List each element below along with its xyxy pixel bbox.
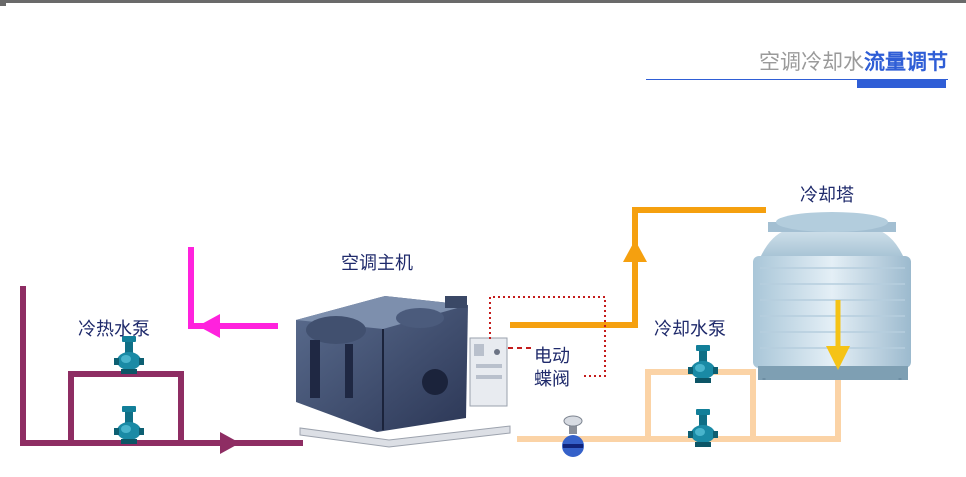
- page-title: 空调冷却水流量调节: [759, 46, 948, 76]
- chilled-water-pump-label: 冷热水泵: [78, 319, 150, 340]
- cooling-tower-label: 冷却塔: [800, 185, 854, 206]
- cooling-pump-upper-icon: [688, 345, 718, 383]
- chilled-pump-upper-icon: [114, 336, 144, 374]
- chilled-supply-line: [188, 247, 278, 338]
- valve-label-line1: 电动: [534, 346, 570, 367]
- cooling-water-pump-label: 冷却水泵: [654, 319, 726, 340]
- corner-mark: [0, 0, 6, 6]
- cooling-tower-icon: [753, 212, 911, 380]
- butterfly-valve-icon: [562, 415, 584, 457]
- chiller-unit-icon: [296, 296, 511, 448]
- title-accent-bar: [857, 80, 946, 88]
- title-prefix: 空调冷却水: [759, 50, 864, 74]
- control-cabinet: [469, 337, 508, 407]
- butterfly-valve-label: 电动 蝶阀: [534, 345, 570, 391]
- top-border: [0, 0, 966, 3]
- chilled-water-loop: [20, 286, 303, 454]
- title-highlight: 流量调节: [864, 50, 948, 74]
- title-underline: [646, 79, 948, 80]
- chiller-label: 空调主机: [341, 253, 413, 274]
- chilled-pump-lower-icon: [114, 406, 144, 444]
- valve-label-line2: 蝶阀: [534, 369, 570, 390]
- control-signal-line: [489, 296, 606, 377]
- cooling-hot-line: [510, 207, 766, 328]
- tower-outlet-arrow: [826, 300, 850, 370]
